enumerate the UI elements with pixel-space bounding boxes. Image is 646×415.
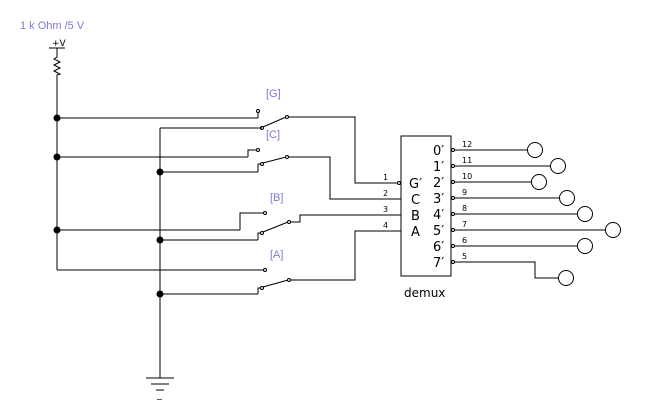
output-pin-number: 9 [462, 188, 467, 197]
output-label: 1′ [433, 160, 444, 175]
input-label-c: C [411, 193, 420, 208]
input-label-b: B [411, 209, 420, 224]
input-pin-number: 1 [383, 173, 388, 182]
output-label: 7′ [433, 256, 444, 271]
output-label: 6′ [433, 240, 444, 255]
switch-a[interactable]: [A] [257, 230, 380, 294]
output-label: 0′ [433, 144, 444, 159]
input-label-a: A [411, 225, 420, 240]
output-pin-number: 6 [462, 236, 467, 245]
ground-label: − [156, 395, 163, 404]
junction-dot [156, 290, 164, 298]
lamp-2 [531, 174, 547, 190]
pullup-resistor [52, 56, 62, 78]
output-pin-number: 5 [462, 252, 467, 261]
lamp-4 [577, 206, 593, 222]
output-pin-number: 11 [462, 156, 472, 165]
switch-label-c: [C] [266, 129, 280, 141]
input-pin-number: 4 [383, 221, 388, 230]
output-label: 4′ [433, 208, 444, 223]
ground-symbol: − [146, 377, 174, 404]
junction-dot [53, 153, 61, 161]
output-terminals [451, 148, 455, 264]
output-pin-numbers: 12 11 10 9 8 7 6 5 [462, 140, 472, 261]
output-pin-number: 10 [462, 172, 472, 181]
lamp-6 [577, 238, 593, 254]
output-label: 3′ [433, 192, 444, 207]
junction-dot [156, 236, 164, 244]
lamp-3 [559, 190, 575, 206]
output-pin-number: 12 [462, 140, 472, 149]
chip-name: demux [404, 286, 445, 300]
input-pin-number: 2 [383, 189, 388, 198]
output-label: 5′ [433, 224, 444, 239]
junction-dot [53, 226, 61, 234]
input-pins: 1 2 3 4 [380, 173, 401, 232]
vcc-symbol: +V [49, 39, 67, 56]
output-wires [455, 149, 605, 279]
output-pin-number: 8 [462, 204, 467, 213]
demux-chip: G′ C B A 0′ 1′ 2′ 3′ 4′ 5′ 6′ 7′ demux [400, 135, 452, 300]
switch-label-g: [G] [266, 88, 281, 100]
input-label-g: G′ [409, 177, 422, 192]
output-label: 2′ [433, 176, 444, 191]
vcc-label: +V [52, 39, 67, 49]
lamp-7 [558, 270, 574, 286]
lamp-0 [527, 142, 543, 158]
lamp-5 [605, 222, 621, 238]
output-pin-number: 7 [462, 220, 467, 229]
junction-dot [53, 114, 61, 122]
switch-label-b: [B] [270, 192, 283, 204]
lamp-1 [550, 158, 566, 174]
junction-dot [156, 168, 164, 176]
input-pin-number: 3 [383, 205, 388, 214]
switch-label-a: [A] [270, 249, 283, 261]
switch-g[interactable]: [G] [256, 88, 381, 184]
switch-c[interactable]: [C] [247, 129, 380, 200]
switch-b[interactable]: [B] [239, 192, 380, 240]
supply-label: 1 k Ohm /5 V [20, 20, 85, 32]
